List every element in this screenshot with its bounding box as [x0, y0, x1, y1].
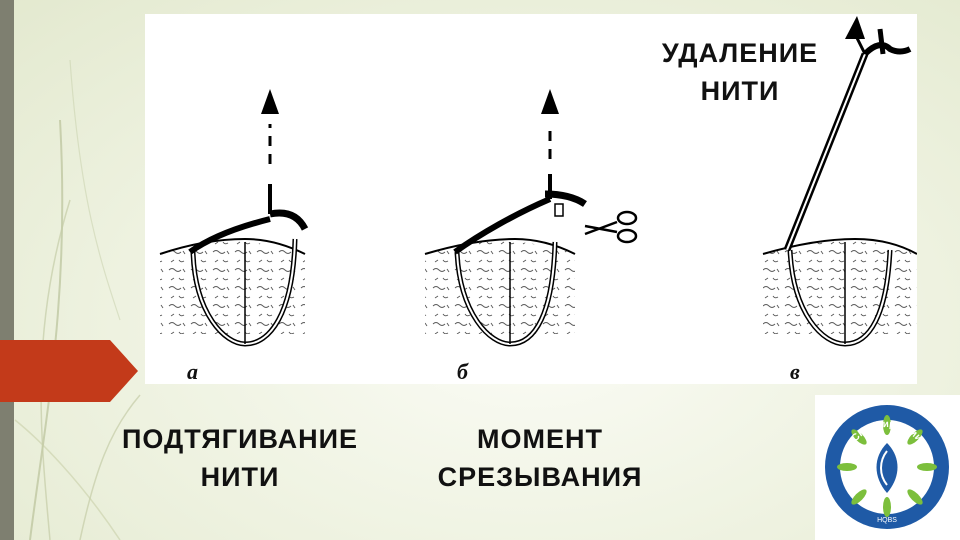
panel-c-thread-removal: в УДАЛЕНИЕ НИТИ [662, 16, 917, 384]
caption-cutting-line2: СРЕЗЫВАНИЯ [437, 462, 643, 492]
suture-removal-diagram: а б [145, 14, 917, 384]
fig-label-a: а [187, 359, 198, 384]
red-arrow-shape [0, 340, 138, 402]
fig-label-c: в [790, 359, 800, 384]
sno-surgery-logo: СНО Хирургии HQBS [815, 395, 960, 540]
panel-a-pulling-thread: а [159, 89, 309, 384]
red-arrow-marker [0, 340, 138, 402]
left-accent-bar [0, 0, 14, 540]
fig-label-b: б [457, 359, 469, 384]
caption-pulling-line2: НИТИ [200, 462, 280, 492]
panel-b-cutting-moment: б [424, 89, 638, 384]
caption-cutting-line1: МОМЕНТ [477, 424, 603, 454]
caption-pulling-thread: ПОДТЯГИВАНИЕ НИТИ [100, 420, 380, 496]
logo-center-emblem-icon [876, 443, 898, 493]
caption-pulling-line1: ПОДТЯГИВАНИЕ [121, 424, 359, 454]
caption-removal-line2: НИТИ [701, 76, 780, 106]
scissors-icon [584, 210, 638, 244]
logo-leaf-wreath [837, 415, 937, 517]
caption-removal-line1: УДАЛЕНИЕ [662, 38, 818, 68]
logo-sub-text: HQBS [877, 517, 897, 524]
caption-cutting-moment: МОМЕНТ СРЕЗЫВАНИЯ [420, 420, 660, 496]
